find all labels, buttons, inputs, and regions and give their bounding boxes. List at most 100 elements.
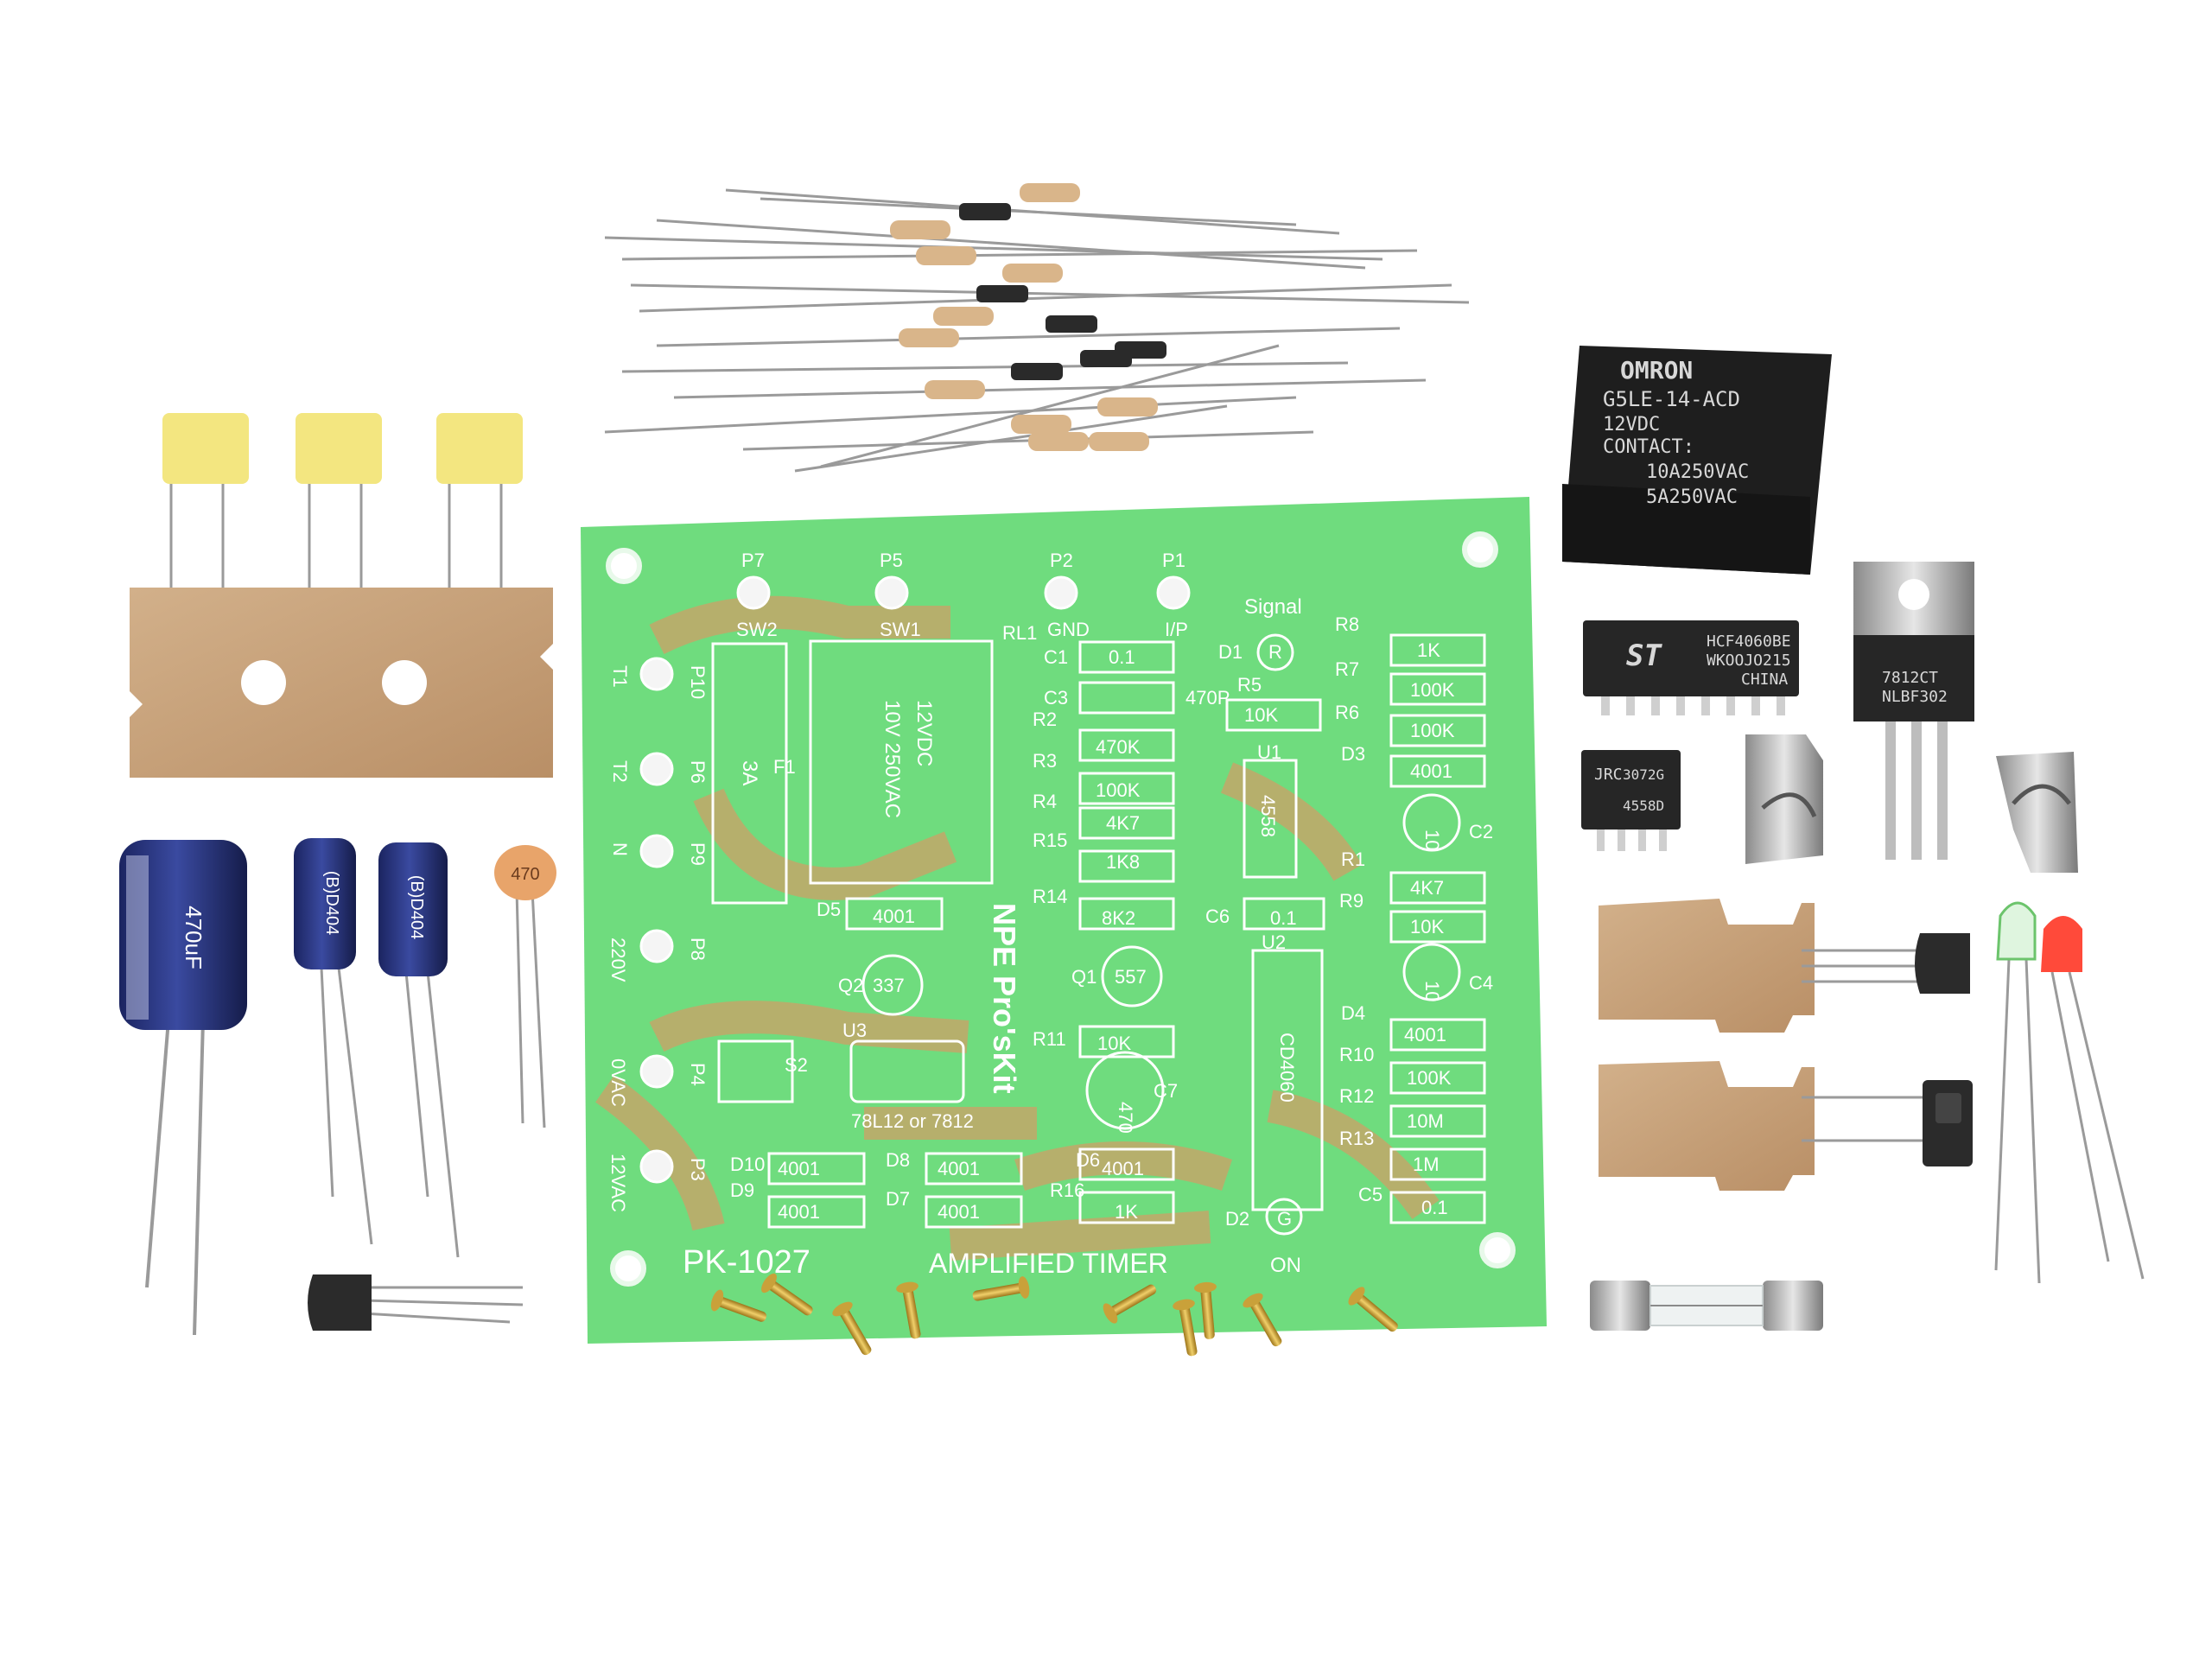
part-ref-label: Q1 [1071,966,1096,988]
brass-rivet [1194,1281,1217,1339]
part-ref-label: R1 [1341,849,1365,870]
pad-label: P6 [687,760,709,784]
board-brand: NPE Pro'sKit [987,903,1022,1094]
part-ref-label: R13 [1339,1128,1374,1149]
pad-label: P3 [687,1158,709,1181]
part-ref-label: C1 [1044,646,1068,668]
fuse-clip [1745,734,1823,864]
pad-label: P2 [1050,550,1073,571]
to92-transistor [308,1274,524,1331]
part-ref-label: R5 [1237,674,1262,696]
part-value-label: 100K [1410,679,1455,701]
part-ref-label: R14 [1033,886,1067,907]
part-value-label: 10M [1407,1110,1444,1132]
part-ref-label: R15 [1033,830,1067,851]
box-capacitor [296,413,382,592]
part-ref-label: S2 [785,1054,808,1076]
part-ref-label: U3 [842,1020,867,1041]
axial-components-pile [604,188,1470,473]
cardboard-strip [130,588,553,778]
part-value-label: 100K [1096,779,1141,801]
brass-rivet [1243,1293,1282,1347]
brass-rivets [710,1273,1398,1357]
part-ref-label: F1 [773,756,796,778]
ic-4558-line1: JRC [1594,766,1623,784]
brass-rivet [896,1281,921,1339]
part-ref-label: D10 [730,1154,765,1175]
pad-label: T1 [609,665,631,688]
small-electrolytic-capacitor: (B)D404 [378,842,460,1258]
resistor-bodies [890,183,1158,451]
box-capacitor [436,413,523,592]
mounting-hole [606,548,642,584]
board-title: PK-1027 [683,1244,810,1281]
part-value-label: 4001 [778,1201,820,1223]
part-value-label: 470 [1115,1102,1136,1134]
part-ref-label: D1 [1218,641,1243,663]
regulator-line2: NLBF302 [1882,688,1948,706]
part-ref-label: U2 [1262,931,1286,953]
terminal-pads [639,575,1191,1184]
small-electrolytic-capacitor: (B)D404 [294,838,373,1245]
part-value-label: 10K [1410,916,1444,938]
part-ref-label: R8 [1335,613,1359,635]
part-ref-label: R11 [1033,1028,1066,1050]
part-value-label: 1K [1115,1201,1138,1223]
part-ref-label: C2 [1469,821,1493,842]
ceramic-cap-value: 470 [511,865,539,884]
part-value-label: 557 [1115,966,1147,988]
pad-label: P4 [687,1063,709,1086]
ic-4060-line1: HCF4060BE [1707,632,1791,651]
pad-label: 0VAC [607,1058,629,1107]
pad-labels: P7SW2P5SW1P2GNDP1I/PP10T1P6T2P9NP8220VP4… [607,550,1188,1212]
relay-coil: 12VDC [1603,414,1660,435]
relay-rating-2: 5A250VAC [1646,486,1738,508]
pad-label: 12VAC [607,1154,629,1212]
part-ref-label: R9 [1339,890,1363,912]
cardboard-hole [241,660,286,705]
part-value-label: 4001 [1410,760,1452,782]
pad-label: 220V [607,938,629,982]
part-value-label: 0.1 [1270,907,1297,929]
relay: OMRON G5LE-14-ACD 12VDC CONTACT: 10A250V… [1562,346,1832,575]
part-ref-label: RL1 [1002,622,1037,644]
pad-label: P8 [687,938,709,961]
part-value-label: 1K [1417,639,1440,661]
part-value-label: 0.1 [1109,646,1135,668]
part-ref-label: D8 [886,1149,910,1171]
pad-label: P7 [741,550,765,571]
brass-rivet [832,1301,872,1356]
box-capacitor [162,413,249,592]
brass-rivet [710,1289,767,1322]
st-logo-icon: ST [1626,639,1662,673]
part-value-label: 8K2 [1102,907,1135,929]
pad-label: P1 [1162,550,1185,571]
part-value-label: 10K [1244,704,1278,726]
part-value-label: 4001 [873,906,915,927]
large-electrolytic-capacitor: 470uF [119,840,247,1336]
part-ref-label: R10 [1339,1044,1374,1065]
pad-label: SW1 [880,619,921,640]
transistor-body [1915,933,1970,994]
part-ref-label: R4 [1033,791,1057,812]
relay-footprint-label: 12VDC [912,700,936,766]
pad-label: P9 [687,842,709,866]
regulator-note: 78L12 or 7812 [851,1110,974,1132]
part-value-label: CD4060 [1276,1033,1298,1103]
capacitor-marking: (B)D404 [322,871,341,935]
part-ref-label: R16 [1050,1179,1084,1201]
part-value-label: 4K7 [1410,877,1444,899]
ic-jrc4558: JRC 3072G 4558D [1581,750,1681,851]
ic-pins [1597,825,1667,851]
signal-led-label: Signal [1244,595,1302,619]
board-subtitle: AMPLIFIED TIMER [929,1248,1168,1279]
mounting-hole [1479,1232,1516,1268]
capacitor-marking: 470uF [181,906,207,969]
ic-4558-line2: 3072G [1623,766,1664,783]
part-value-label: 4558 [1257,795,1279,837]
brass-rivet [1348,1287,1398,1332]
part-ref-label: R3 [1033,750,1057,772]
part-ref-label: U1 [1257,741,1281,763]
